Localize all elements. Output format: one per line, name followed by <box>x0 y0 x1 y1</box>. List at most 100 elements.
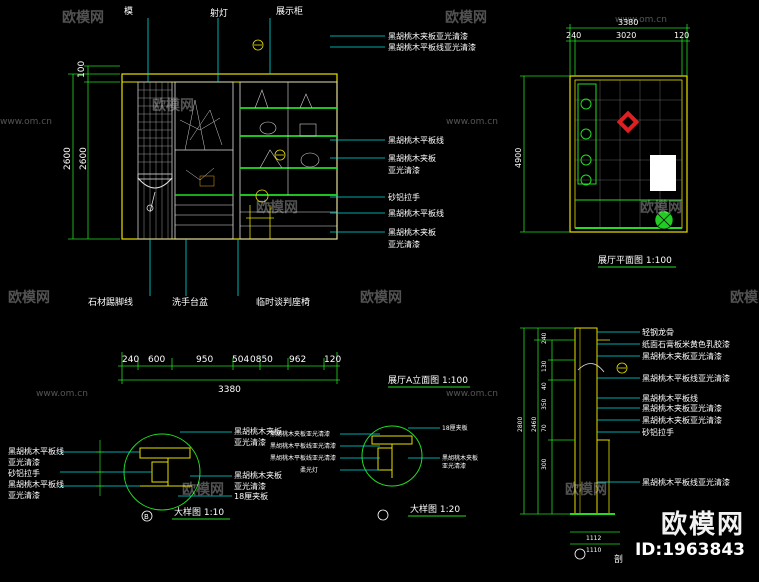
section-dim-6: 70 <box>541 424 548 432</box>
section-dim-4: 40 <box>541 382 548 390</box>
plan-view <box>520 24 690 233</box>
watermark-url-2: www.om.cn <box>36 389 88 399</box>
detail-c-right-0: 18厘夹板 <box>442 424 468 432</box>
plan-top-total: 3380 <box>618 18 638 27</box>
brand-watermark: 欧模网 ID:1963843 <box>635 510 745 560</box>
watermark-url-0: www.om.cn <box>0 117 52 127</box>
elevation-bottom-dim-1: 600 <box>148 355 165 365</box>
section-label-3: 黑胡桃木平板线亚光清漆 <box>642 373 730 383</box>
elevation-bottom-label-1: 洗手台盆 <box>172 296 208 308</box>
section-label-7: 砂铝拉手 <box>642 427 674 437</box>
elevation-top-label-0: 模 <box>124 6 133 17</box>
elevation-bottom-dim-6: 120 <box>324 355 341 365</box>
section-dim-3: 2460 <box>531 417 538 432</box>
watermarks: 欧模网 欧模网 欧模网 欧模网 欧模网 欧模网 欧模网 欧模网 欧模网 欧模网 … <box>0 9 759 498</box>
detail-c-left-1: 黑胡桃木平板线亚光清漆 <box>270 442 336 450</box>
sink-basin <box>137 177 173 189</box>
watermark-logo-1: 欧模网 <box>445 9 487 26</box>
elevation-right-label-5: 砂铝拉手 <box>388 192 420 202</box>
detail-b-right-1: 亚光清漆 <box>234 437 266 447</box>
plan-top-dim-0: 240 <box>566 31 581 40</box>
section-label-1: 纸面石膏板米黄色乳胶漆 <box>642 339 730 349</box>
elevation-bottom-label-2: 临时谈判座椅 <box>256 296 310 308</box>
detail-c-left-0: 黑胡桃木夹板亚光清漆 <box>270 430 330 438</box>
section-dim-0: 240 <box>541 332 548 344</box>
watermark-logo-6: 欧模网 <box>360 289 402 306</box>
section-dim-7: 300 <box>541 458 548 470</box>
elevation-bottom-label-0: 石材踢脚线 <box>88 296 133 308</box>
watermark-logo-8: 欧模网 <box>182 481 224 498</box>
watermark-url-4: www.om.cn <box>615 15 667 25</box>
detail-b-left-2: 砂铝拉手 <box>8 468 40 478</box>
elevation-bottom-dim-5: 962 <box>289 355 306 365</box>
elevation-bottom-dim-3: 504 <box>232 355 249 365</box>
watermark-logo-4: 欧模网 <box>256 199 298 216</box>
elevation-right-label-0: 黑胡桃木夹板亚光清漆 <box>388 31 468 41</box>
elevation-bottom-dim-0: 240 <box>122 355 139 365</box>
watermark-logo-9: 欧模网 <box>565 481 607 498</box>
elevation-right-label-7: 黑胡桃木夹板 <box>388 227 436 237</box>
section-dim-5: 350 <box>541 398 548 410</box>
elevation-right-label-3: 黑胡桃木夹板 <box>388 153 436 163</box>
detail-c-right-1: 黑胡桃木夹板 <box>442 454 478 462</box>
detail-b-left-1: 亚光清漆 <box>8 457 40 467</box>
section-label-6: 黑胡桃木夹板亚光清漆 <box>642 415 722 425</box>
detail-b-left-0: 黑胡桃木平板线 <box>8 446 64 456</box>
section-label-0: 轻钢龙骨 <box>642 327 674 337</box>
elevation-left-dim-2: 2600 <box>79 147 89 170</box>
brand-logo: 欧模网 <box>660 510 745 540</box>
detail-b-left-3: 黑胡桃木平板线 <box>8 479 64 489</box>
elevation-bottom-dim-2: 950 <box>196 355 213 365</box>
elevation-top-label-1: 射灯 <box>210 7 228 19</box>
elevation-right-label-1: 黑胡桃木平板线亚光清漆 <box>388 42 476 52</box>
elevation-top-label-2: 展示柜 <box>276 5 303 17</box>
section-label-5: 黑胡桃木夹板亚光清漆 <box>642 403 722 413</box>
detail-c-right-2: 亚光清漆 <box>442 462 466 470</box>
section-view <box>520 327 640 560</box>
detail-c-left-2: 黑胡桃木平板线亚光清漆 <box>270 454 336 462</box>
detail-c-left-3: 柔光灯 <box>300 466 318 474</box>
watermark-logo-2: 欧模网 <box>152 97 194 114</box>
elevation-bottom-dim-4: 0850 <box>250 355 273 365</box>
section-bottom-dim-1: 1110 <box>586 547 601 554</box>
detail-b-right-2: 黑胡桃木夹板 <box>234 470 282 480</box>
elevation-left-dim-1: 2600 <box>63 147 73 170</box>
plan-left-dim: 4900 <box>514 148 523 168</box>
section-label-8: 黑胡桃木平板线亚光清漆 <box>642 477 730 487</box>
detail-b-title: 大样图 1:10 <box>174 506 224 518</box>
detail-c <box>340 425 440 521</box>
elevation-title: 展厅A立面图 1:100 <box>388 374 468 386</box>
plan-table <box>650 155 676 191</box>
elevation-a <box>68 18 385 384</box>
watermark-logo-7: 欧模网 <box>730 289 759 306</box>
tile-column <box>137 81 173 240</box>
elevation-total-width: 3380 <box>218 385 241 395</box>
section-title: 剖 <box>614 553 623 565</box>
section-label-4: 黑胡桃木平板线 <box>642 393 698 403</box>
section-bottom-dim-0: 1112 <box>586 535 601 542</box>
watermark-logo-5: 欧模网 <box>8 289 50 306</box>
detail-b-left-4: 亚光清漆 <box>8 490 40 500</box>
watermark-logo-3: 欧模网 <box>640 199 682 216</box>
watermark-url-3: www.om.cn <box>446 389 498 399</box>
detail-b-right-4: 18厘夹板 <box>234 491 268 501</box>
elevation-right-label-8: 亚光清漆 <box>388 239 420 249</box>
watermark-url-1: www.om.cn <box>446 117 498 127</box>
detail-b-marker: B <box>144 513 149 521</box>
watermark-logo-0: 欧模网 <box>62 9 104 26</box>
elevation-left-dim-0: 100 <box>77 61 87 78</box>
elevation-right-label-2: 黑胡桃木平板线 <box>388 135 444 145</box>
detail-b: B <box>60 431 232 522</box>
brand-id: ID:1963843 <box>634 540 745 560</box>
elevation-right-label-4: 亚光清漆 <box>388 165 420 175</box>
plan-title: 展厅平面图 1:100 <box>598 255 672 266</box>
section-dim-2: 2800 <box>517 417 524 432</box>
plan-top-dim-1: 3020 <box>616 31 636 40</box>
section-label-2: 黑胡桃木夹板亚光清漆 <box>642 351 722 361</box>
chair-sketch <box>246 189 274 239</box>
plan-top-dim-2: 120 <box>674 31 689 40</box>
detail-b-right-3: 亚光清漆 <box>234 481 266 491</box>
detail-c-title: 大样图 1:20 <box>410 503 460 515</box>
detail-b-right-0: 黑胡桃木夹板 <box>234 426 282 436</box>
